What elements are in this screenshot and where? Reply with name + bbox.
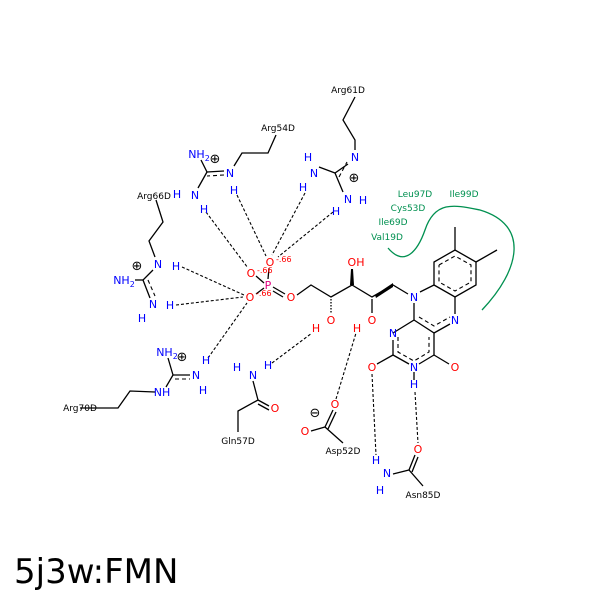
- hydrophobic-residue-label: Cys53D: [391, 204, 426, 214]
- negative-charge-icon: ⊖: [310, 406, 321, 421]
- hydrophobic-residue-label: Leu97D: [398, 190, 433, 200]
- nitrogen-atom: N: [351, 151, 359, 164]
- amine-group: NH2: [156, 346, 178, 361]
- phosphorus-atom: P: [265, 279, 272, 292]
- hydrogen-atom: H: [202, 354, 210, 367]
- nitrogen-atom: N: [191, 189, 199, 202]
- oxygen-atom: O: [331, 398, 340, 411]
- partial-charge: -.66: [257, 266, 273, 275]
- amine-group: NH2: [113, 274, 135, 289]
- hydrogen-atom: H: [199, 384, 207, 397]
- hydrogen-atom: H: [233, 361, 241, 374]
- residue-label-arg54: Arg54D: [261, 124, 295, 134]
- hydrogen-atom: H: [376, 484, 384, 497]
- hydrogen-atom: H: [353, 322, 361, 335]
- oxygen-atom: O: [271, 402, 280, 415]
- oxygen-atom: O: [368, 361, 377, 374]
- hydrogen-atom: H: [230, 184, 238, 197]
- hydrogen-atom: H: [332, 205, 340, 218]
- nitrogen-atom: N: [451, 314, 459, 327]
- hydroxyl-group: OH: [348, 256, 365, 269]
- oxygen-atom: O: [266, 256, 275, 269]
- hydrogen-atom: H: [299, 181, 307, 194]
- nitrogen-atom: N: [149, 298, 157, 311]
- nitrogen-atom: N: [344, 193, 352, 206]
- hydrophobic-residue-label: Ile69D: [378, 218, 407, 228]
- nitrogen-atom: N: [310, 167, 318, 180]
- hydrogen-atom: H: [304, 151, 312, 164]
- amine-group: NH2: [188, 148, 210, 163]
- oxygen-atom: O: [246, 291, 255, 304]
- oxygen-atom: O: [414, 443, 423, 456]
- residue-atoms: N H N H N H H ⊕ N H NH2 ⊕ N H H N H NH2 …: [113, 148, 422, 497]
- residue-bonds: [80, 96, 424, 487]
- hydrophobic-residue-label: Ile99D: [449, 190, 478, 200]
- nitrogen-atom: N: [249, 369, 257, 382]
- positive-charge-icon: ⊕: [177, 350, 188, 365]
- nitrogen-atom: N: [389, 327, 397, 340]
- positive-charge-icon: ⊕: [349, 171, 360, 186]
- oxygen-atom: O: [327, 314, 336, 327]
- oxygen-atom: O: [287, 291, 296, 304]
- hydrogen-atom: H: [264, 359, 272, 372]
- residue-label-arg70: Arg70D: [63, 404, 97, 414]
- positive-charge-icon: ⊕: [132, 259, 143, 274]
- nitrogen-atom: N: [192, 369, 200, 382]
- structure-title: 5j3w:FMN: [14, 552, 179, 592]
- hydrogen-atom: H: [138, 312, 146, 325]
- fmn-bonds: [255, 227, 498, 380]
- residue-label-asn85: Asn85D: [406, 491, 441, 501]
- residue-label-arg66: Arg66D: [137, 192, 171, 202]
- oxygen-atom: O: [368, 314, 377, 327]
- hydrogen-atom: H: [200, 203, 208, 216]
- positive-charge-icon: ⊕: [210, 152, 221, 167]
- residue-labels: Arg61D Arg54D Arg66D Arg70D Gln57D Asp52…: [63, 86, 479, 501]
- hydrogen-atom: H: [172, 260, 180, 273]
- residue-label-asp52: Asp52D: [326, 447, 361, 457]
- nitrogen-atom: N: [410, 291, 418, 304]
- hydrogen-bonds: [175, 192, 419, 456]
- hydrophobic-residue-label: Val19D: [371, 233, 403, 243]
- fmn-atoms: P O -.66 O -.66 O -.66 O O H OH O H N N …: [246, 255, 460, 391]
- hydrogen-atom: H: [166, 299, 174, 312]
- hydrogen-atom: H: [372, 454, 380, 467]
- partial-charge: -.66: [256, 289, 272, 298]
- hydrophobic-contact-arc: [387, 205, 515, 311]
- residue-label-gln57: Gln57D: [221, 437, 255, 447]
- nitrogen-atom: N: [154, 258, 162, 271]
- nitrogen-atom: N: [410, 361, 418, 374]
- hydrogen-atom: H: [312, 322, 320, 335]
- oxygen-atom: O: [247, 267, 256, 280]
- hydrogen-atom: H: [173, 188, 181, 201]
- residue-label-arg61: Arg61D: [331, 86, 365, 96]
- nitrogen-atom: N: [383, 467, 391, 480]
- hydrogen-atom: H: [410, 378, 418, 391]
- hydrogen-atom: H: [359, 194, 367, 207]
- oxygen-atom: O: [451, 361, 460, 374]
- partial-charge: -.66: [276, 255, 292, 264]
- nitrogen-atom: N: [226, 167, 234, 180]
- amine-group: NH: [154, 386, 171, 399]
- oxygen-atom: O: [301, 425, 310, 438]
